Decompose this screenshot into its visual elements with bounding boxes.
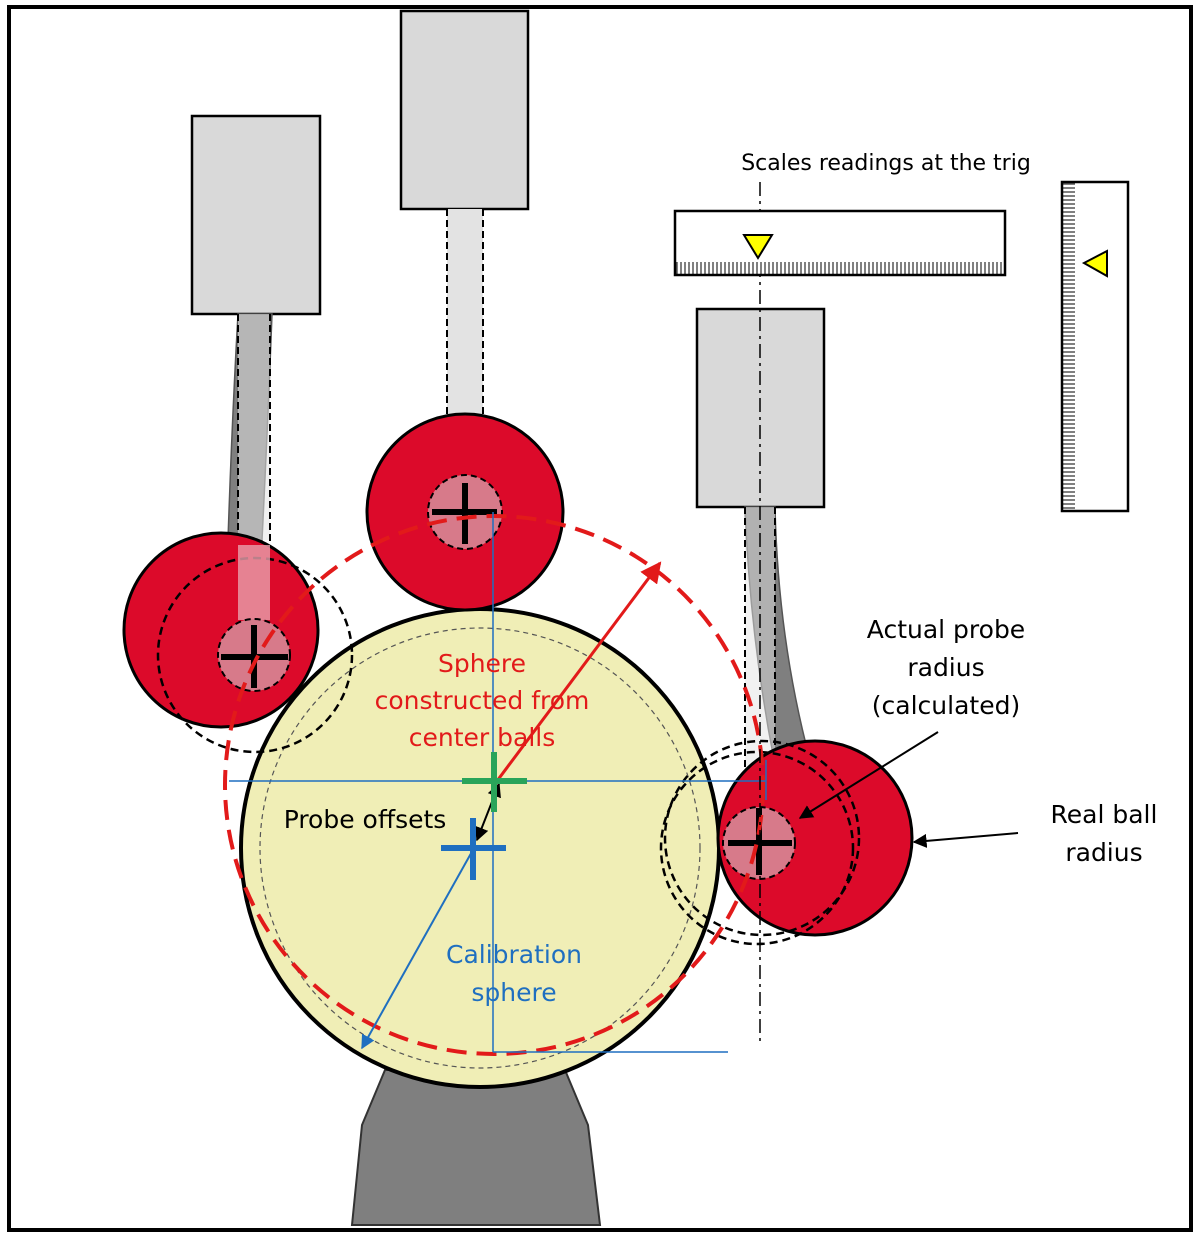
- actual-radius-label-3: (calculated): [872, 691, 1020, 720]
- probe-top: [365, 9, 565, 612]
- probe-left: [122, 114, 354, 754]
- calibration-radius-arrow: [361, 847, 475, 1050]
- vertical-scale-pointer: [1081, 249, 1108, 278]
- probe-top-housing: [399, 9, 530, 211]
- scales-label: Scales readings at the trig: [741, 151, 1031, 176]
- horizontal-scale: [673, 209, 1007, 277]
- horizontal-scale-pointer: [742, 234, 774, 260]
- actual-radius-arrow: [798, 731, 939, 819]
- constructed-sphere: [223, 514, 765, 1056]
- real-radius-label-1: Real ball: [1051, 800, 1158, 829]
- probe-top-stylus: [447, 209, 483, 424]
- calibration-sphere-label-1: Calibration: [446, 940, 582, 969]
- probe-offsets-label: Probe offsets: [284, 805, 447, 834]
- calibration-center-cross: [441, 818, 506, 880]
- actual-radius-label-2: radius: [907, 653, 984, 682]
- real-radius-arrow: [912, 832, 1019, 848]
- constructed-sphere-label-3: center balls: [409, 723, 555, 752]
- probe-left-ball: [122, 531, 320, 729]
- vertical-scale: [1060, 180, 1130, 513]
- constructed-center-cross: [462, 752, 527, 812]
- actual-radius-label-1: Actual probe: [867, 615, 1025, 644]
- constructed-sphere-label-2: constructed from: [375, 686, 590, 715]
- calibration-sphere-label-2: sphere: [471, 978, 556, 1007]
- real-radius-label-2: radius: [1065, 838, 1142, 867]
- sphere-stand: [350, 1069, 602, 1226]
- constructed-sphere-inner: [259, 627, 701, 1069]
- probe-left-housing: [190, 114, 322, 316]
- constructed-sphere-label-1: Sphere: [438, 649, 526, 678]
- constructed-radius-arrow: [492, 561, 662, 786]
